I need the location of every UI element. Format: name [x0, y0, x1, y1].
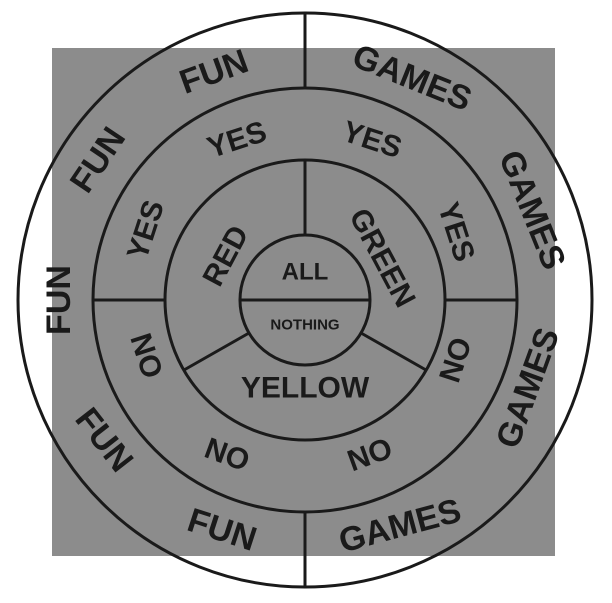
core-nothing-label: NOTHING: [270, 317, 339, 334]
inner-divider-lower-right: [360, 331, 427, 372]
inner-divider-lower-left: [183, 331, 250, 372]
outer-fun-label: FUN: [40, 265, 78, 335]
core-all-label: ALL: [282, 259, 329, 286]
sector-yellow-label: YELLOW: [241, 372, 370, 405]
background-square: [52, 48, 555, 556]
